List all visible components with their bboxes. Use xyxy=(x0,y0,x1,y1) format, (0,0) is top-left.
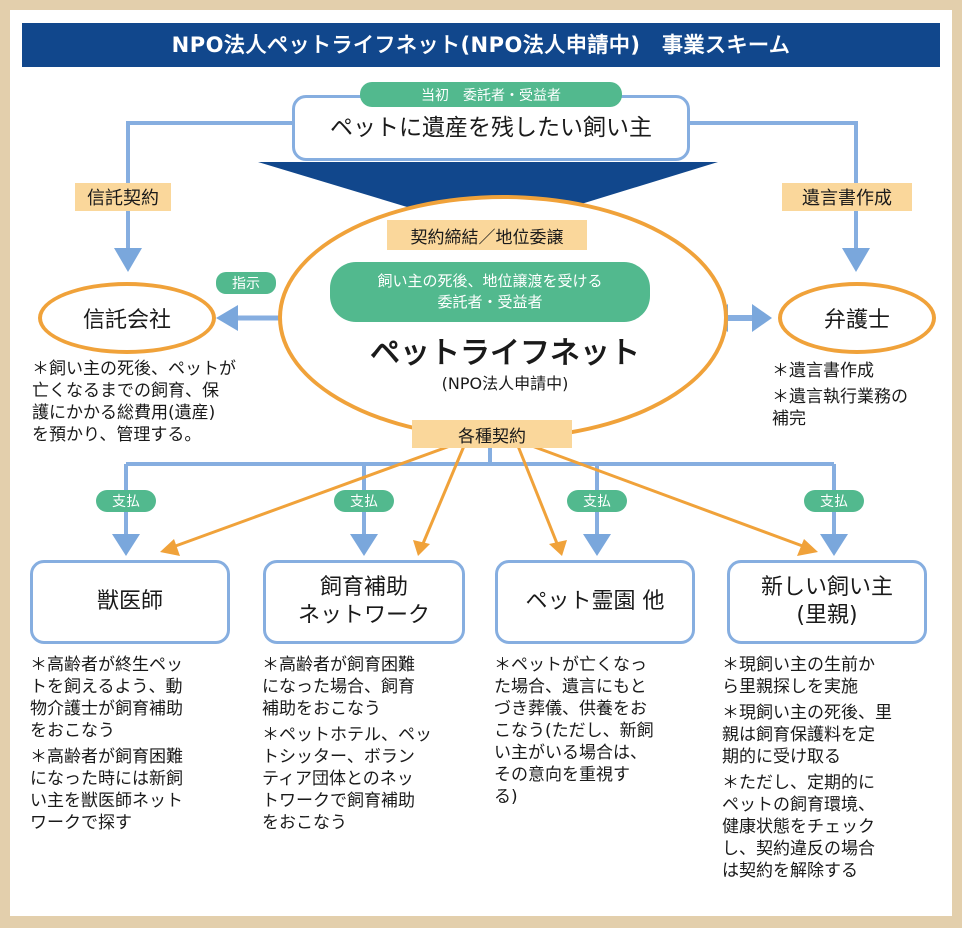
payment-arrowhead-2 xyxy=(350,534,378,556)
care-network-label-line-2: ネットワーク xyxy=(297,603,430,628)
trust-contract-tag: 信託契約 xyxy=(75,183,171,211)
care-network-label-line-1: 飼育補助 xyxy=(319,575,408,600)
trust-company-notes: ＊飼い主の死後、ペットが 亡くなるまでの飼育、保 護にかかる総費用(遺産) を預… xyxy=(32,358,277,450)
contract-line-2 xyxy=(420,445,466,547)
payment-badge-cemetery: 支払 xyxy=(567,490,627,512)
care-network-notes: ＊高齢者が飼育困難 になった場合、飼育 補助をおこなう ＊ペットホテル、ペッ ト… xyxy=(262,654,487,838)
pet-cemetery-box: ペット霊園 他 xyxy=(495,560,695,644)
lawyer-oval xyxy=(778,282,936,354)
new-owner-note-1: ＊現飼い主の生前か ら里親探しを実施 xyxy=(722,655,875,697)
payment-badge-care-network: 支払 xyxy=(334,490,394,512)
vet-label: 獣医師 xyxy=(96,589,163,614)
vet-box: 獣医師 xyxy=(30,560,230,644)
vet-notes: ＊高齢者が終生ペッ トを飼えるよう、動 物介護士が飼育補助 をおこなう ＊高齢者… xyxy=(30,654,255,838)
trust-company-label: 信託会社 xyxy=(82,308,171,333)
contract-arrowhead-1 xyxy=(160,539,180,556)
contract-arrowhead-4 xyxy=(797,539,818,556)
new-owner-box: 新しい飼い主 (里親) xyxy=(727,560,927,644)
instruction-badge: 指示 xyxy=(216,272,276,294)
lawyer-label: 弁護士 xyxy=(823,308,890,333)
new-owner-notes: ＊現飼い主の生前か ら里親探しを実施 ＊現飼い主の死後、里 親は飼育保護料を定 … xyxy=(722,654,952,886)
npo-name: ペットライフネット xyxy=(370,336,640,371)
care-network-note-1: ＊高齢者が飼育困難 になった場合、飼育 補助をおこなう xyxy=(262,655,415,719)
owner-role-badge: 当初 委託者・受益者 xyxy=(360,82,622,107)
contract-handover-tag: 契約締結／地位委譲 xyxy=(387,220,587,250)
owner-to-trust-arrowhead xyxy=(114,248,142,272)
care-network-note-2: ＊ペットホテル、ペッ トシッター、ボラン ティア団体とのネッ トワークで飼育補助… xyxy=(262,725,432,833)
payment-arrowhead-4 xyxy=(820,534,848,556)
lawyer-link-right-arrowhead xyxy=(752,304,772,332)
new-owner-note-2: ＊現飼い主の死後、里 親は飼育保護料を定 期的に受け取る xyxy=(722,703,892,767)
contract-arrowhead-3 xyxy=(549,540,567,556)
care-network-box: 飼育補助 ネットワーク xyxy=(263,560,465,644)
successor-role-badge: 飼い主の死後、地位譲渡を受ける 委託者・受益者 xyxy=(330,262,650,322)
new-owner-label-line-1: 新しい飼い主 xyxy=(760,575,893,600)
instruction-arrowhead xyxy=(216,305,238,331)
pet-cemetery-notes: ＊ペットが亡くなっ た場合、遺言にもと づき葬儀、供養をお こなう(ただし、新飼… xyxy=(494,654,719,812)
payment-arrowhead-3 xyxy=(583,534,611,556)
various-contracts-tag: 各種契約 xyxy=(412,420,572,448)
diagram-title: NPO法人ペットライフネット(NPO法人申請中) 事業スキーム xyxy=(22,23,940,67)
successor-role-line-2: 委託者・受益者 xyxy=(437,293,543,311)
npo-status: (NPO法人申請中) xyxy=(441,374,569,393)
owner-to-lawyer-arrowhead xyxy=(842,248,870,272)
contract-line-3 xyxy=(516,445,560,547)
trust-company-oval xyxy=(38,282,216,354)
vet-note-2: ＊高齢者が飼育困難 になった時には新飼 い主を獣医師ネット ワークで探す xyxy=(30,747,183,833)
trust-note-1: ＊飼い主の死後、ペットが 亡くなるまでの飼育、保 護にかかる総費用(遺産) を預… xyxy=(32,359,236,445)
payment-badge-new-owner: 支払 xyxy=(804,490,864,512)
successor-role-line-1: 飼い主の死後、地位譲渡を受ける xyxy=(377,272,603,290)
lawyer-note-2: ＊遺言執行業務の 補完 xyxy=(772,387,908,429)
lawyer-notes: ＊遺言書作成 ＊遺言執行業務の 補完 xyxy=(772,360,952,434)
payment-badge-vet: 支払 xyxy=(96,490,156,512)
contract-line-4 xyxy=(531,444,809,550)
will-creation-tag: 遺言書作成 xyxy=(782,183,912,211)
new-owner-label-line-2: (里親) xyxy=(796,603,858,628)
new-owner-note-3: ＊ただし、定期的に ペットの飼育環境、 健康状態をチェック し、契約違反の場合 … xyxy=(722,773,875,881)
contract-line-1 xyxy=(169,444,451,550)
owner-label: ペットに遺産を残したい飼い主 xyxy=(330,115,652,141)
lawyer-note-1: ＊遺言書作成 xyxy=(772,361,874,381)
payment-arrowhead-1 xyxy=(112,534,140,556)
contract-arrowhead-2 xyxy=(413,540,430,556)
pet-cemetery-label: ペット霊園 他 xyxy=(525,589,665,614)
vet-note-1: ＊高齢者が終生ペッ トを飼えるよう、動 物介護士が飼育補助 をおこなう xyxy=(30,655,183,741)
pet-cemetery-note-1: ＊ペットが亡くなっ た場合、遺言にもと づき葬儀、供養をお こなう(ただし、新飼… xyxy=(494,655,654,807)
